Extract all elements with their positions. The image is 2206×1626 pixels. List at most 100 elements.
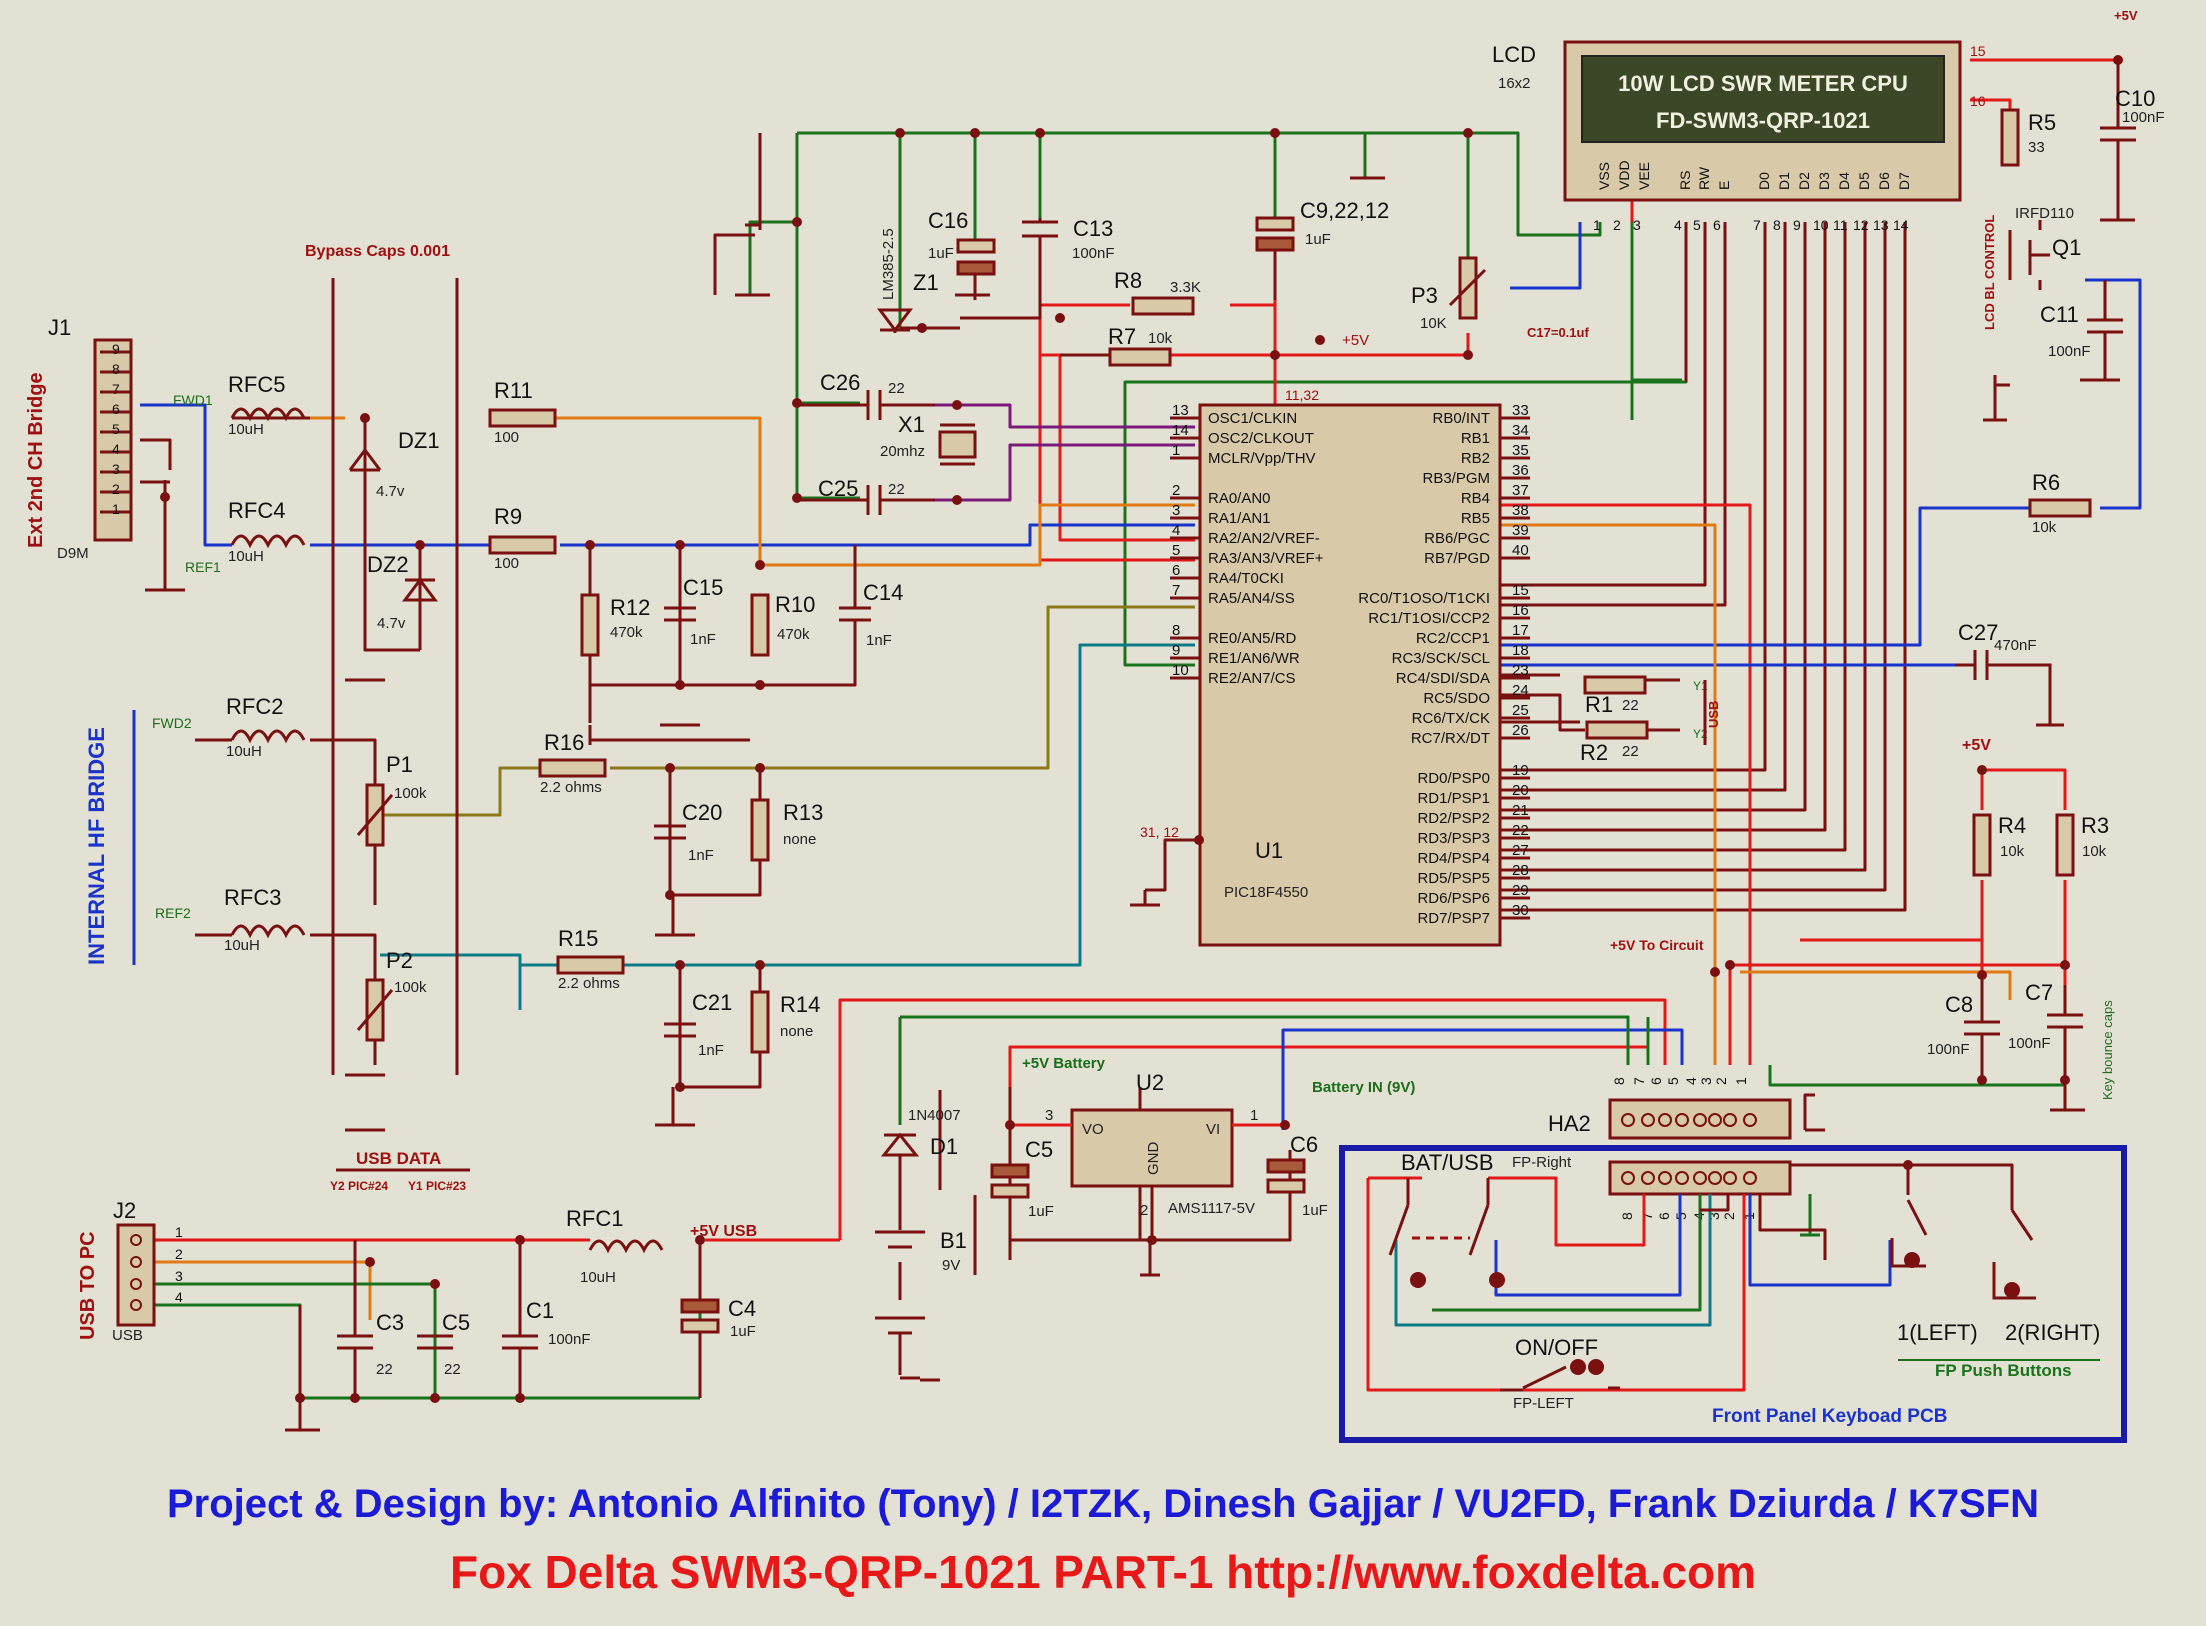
mcu-left-pin-name: RE1/AN6/WR bbox=[1208, 650, 1300, 667]
b1-name: B1 bbox=[940, 1228, 967, 1253]
mcu-right-pin-num: 22 bbox=[1512, 822, 1529, 839]
lcd-module: 10W LCD SWR METER CPU FD-SWM3-QRP-1021 L… bbox=[1492, 40, 1986, 233]
j1-name: J1 bbox=[48, 315, 71, 340]
mcu-right-pin-num: 33 bbox=[1512, 402, 1529, 419]
c27: C27 470nF bbox=[1955, 620, 2050, 680]
ha2-pin-number: 4 bbox=[1683, 1077, 1699, 1085]
ref2-label: REF2 bbox=[155, 905, 191, 921]
fp-left-label: FP-LEFT bbox=[1513, 1395, 1574, 1412]
p3-name: P3 bbox=[1411, 283, 1438, 308]
c7-name: C7 bbox=[2025, 980, 2053, 1005]
ref1-label: REF1 bbox=[185, 559, 221, 575]
fp-pin-number: 3 bbox=[1706, 1212, 1722, 1220]
ha2-pin-number: 2 bbox=[1713, 1077, 1729, 1085]
r9-value: 100 bbox=[494, 555, 519, 572]
p3-value: 10K bbox=[1420, 315, 1447, 332]
lcd-line2: FD-SWM3-QRP-1021 bbox=[1656, 108, 1870, 133]
lcd-pin-number: 3 bbox=[1633, 217, 1641, 233]
c5b-name: C5 bbox=[1025, 1137, 1053, 1162]
mcu-left-pin-num: 5 bbox=[1172, 542, 1180, 559]
j2-pin: 2 bbox=[175, 1246, 183, 1262]
r6-value: 10k bbox=[2032, 519, 2057, 536]
c3: C3 22 bbox=[337, 1240, 404, 1398]
c15: C15 1nF bbox=[664, 545, 723, 685]
mcu-right-pin-num: 26 bbox=[1512, 722, 1529, 739]
lcd-pin-number: 1 bbox=[1593, 217, 1601, 233]
mcu-left-pin-num: 8 bbox=[1172, 622, 1180, 639]
credits-line: Project & Design by: Antonio Alfinito (T… bbox=[166, 1482, 2039, 1526]
mcu-right-pin-name: RB0/INT bbox=[1432, 410, 1490, 427]
r3: R3 10k bbox=[2055, 813, 2109, 877]
x1-name: X1 bbox=[898, 412, 925, 437]
u2-part: AMS1117-5V bbox=[1168, 1200, 1255, 1217]
c20-name: C20 bbox=[682, 800, 722, 825]
mcu-part: PIC18F4550 bbox=[1224, 884, 1308, 901]
lcd-line1: 10W LCD SWR METER CPU bbox=[1618, 71, 1908, 96]
lcd-pin-number: 4 bbox=[1674, 217, 1682, 233]
z1-value: LM385-2.5 bbox=[880, 228, 897, 300]
mcu-right-pin-name: RB5 bbox=[1461, 510, 1490, 527]
u2-pin1: 1 bbox=[1250, 1107, 1258, 1124]
mcu-right-pin-name: RC7/RX/DT bbox=[1411, 730, 1490, 747]
c7: C7 100nF bbox=[2008, 980, 2083, 1110]
rfc3: RFC3 10uH bbox=[224, 885, 306, 954]
mcu-left-pin-name: RE2/AN7/CS bbox=[1208, 670, 1296, 687]
mcu-right-pin-name: RC0/T1OSO/T1CKI bbox=[1358, 590, 1490, 607]
dz1-name: DZ1 bbox=[398, 428, 440, 453]
mcu-right-pin-num: 20 bbox=[1512, 782, 1529, 799]
c21-value: 1nF bbox=[698, 1042, 724, 1059]
c6: C6 1uF bbox=[1266, 1132, 1328, 1219]
mcu-right-pin-name: RB4 bbox=[1461, 490, 1490, 507]
rfc1-value: 10uH bbox=[580, 1269, 616, 1286]
ha2-pin-hole bbox=[1621, 1113, 1635, 1127]
c10-value: 100nF bbox=[2122, 109, 2165, 126]
mcu-right-pin-num: 35 bbox=[1512, 442, 1529, 459]
r16-name: R16 bbox=[544, 730, 584, 755]
mcu-right-pins: 33RB0/INT34RB135RB236RB3/PGM37RB438RB539… bbox=[1358, 402, 1530, 927]
fp-bat-usb: BAT/USB bbox=[1401, 1150, 1494, 1175]
r15: R15 2.2 ohms bbox=[556, 926, 625, 992]
batt5v-label: +5V Battery bbox=[1022, 1055, 1106, 1072]
c11-name: C11 bbox=[2040, 302, 2079, 327]
z1-name: Z1 bbox=[913, 270, 939, 295]
ha2-pin-number: 7 bbox=[1631, 1077, 1647, 1085]
key-bounce-label: Key bounce caps bbox=[2100, 1000, 2115, 1100]
mcu-right-pin-num: 30 bbox=[1512, 902, 1529, 919]
lcd-pin-label: D1 bbox=[1776, 172, 1792, 190]
dz2-value: 4.7v bbox=[377, 615, 406, 632]
mcu-right-pin-name: RB3/PGM bbox=[1422, 470, 1490, 487]
r9-name: R9 bbox=[494, 504, 522, 529]
c5-usb: C5 22 bbox=[417, 1310, 470, 1378]
mcu-right-pin-num: 34 bbox=[1512, 422, 1529, 439]
lcd-pin15: 15 bbox=[1970, 43, 1986, 59]
rfc2-value: 10uH bbox=[226, 743, 262, 760]
mcu-right-pin-name: RC6/TX/CK bbox=[1412, 710, 1490, 727]
mcu-right-pin-num: 24 bbox=[1512, 682, 1529, 699]
c17-label: C17=0.1uf bbox=[1527, 325, 1589, 340]
r10: R10 470k bbox=[750, 592, 815, 657]
r12: R12 470k bbox=[580, 593, 650, 657]
j2-usb: J2 USB 1 2 3 4 USB TO PC USB DATA Y2 PIC… bbox=[77, 1149, 757, 1430]
ha2-pin-number: 6 bbox=[1648, 1077, 1664, 1085]
ground-symbols bbox=[145, 176, 2135, 1432]
lcd-pin-number: 9 bbox=[1793, 217, 1801, 233]
lcd-pin-number: 8 bbox=[1773, 217, 1781, 233]
lcd-pin-label: RS bbox=[1677, 171, 1693, 190]
mcu-right-pin-name: RD2/PSP2 bbox=[1417, 810, 1490, 827]
mcu-left-pin-num: 7 bbox=[1172, 582, 1180, 599]
mcu-left-pin-name: RA1/AN1 bbox=[1208, 510, 1271, 527]
lcd-pin-number: 12 bbox=[1853, 217, 1869, 233]
r13: R13 none bbox=[750, 798, 823, 862]
c14-value: 1nF bbox=[866, 632, 892, 649]
r8-name: R8 bbox=[1114, 268, 1142, 293]
fp-pin-hole bbox=[1658, 1171, 1672, 1185]
lcd-pin-label: D2 bbox=[1796, 172, 1812, 190]
fwd2-label: FWD2 bbox=[152, 715, 192, 731]
j1-connector: J1 D9M 9 8 7 6 5 4 3 2 1 Ext 2nd CH Brid… bbox=[25, 315, 221, 592]
mcu-right-pin-num: 18 bbox=[1512, 642, 1529, 659]
mcu-left-pin-name: RA2/AN2/VREF- bbox=[1208, 530, 1320, 547]
mcu-right-pin-name: RD0/PSP0 bbox=[1417, 770, 1490, 787]
